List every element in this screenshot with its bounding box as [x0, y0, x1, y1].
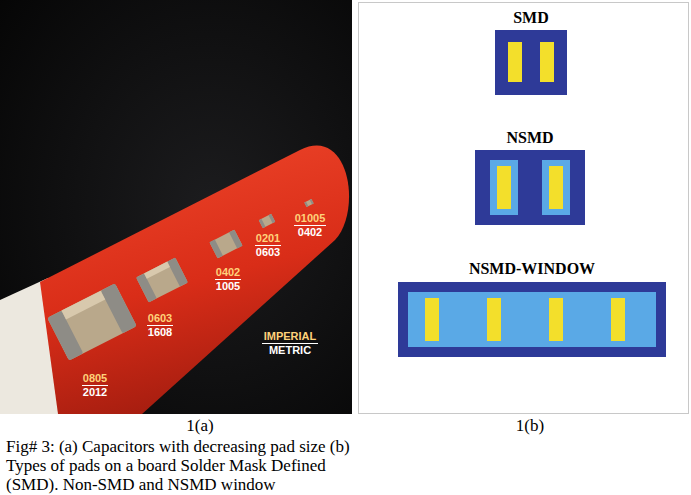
subfigure-label: 1(a): [186, 416, 213, 435]
subfigure-label: 1(b): [516, 416, 544, 435]
legend-word: METRIC: [269, 344, 311, 357]
imperial-size: 0603: [148, 312, 172, 325]
pad-type-title: NSMD-WINDOW: [469, 259, 595, 278]
metric-size: 0603: [256, 246, 280, 259]
capacitor-0201: [259, 214, 276, 228]
imperial-size: 0402: [216, 266, 240, 279]
pad-panel: [359, 3, 689, 414]
imperial-size: 0201: [256, 232, 280, 245]
nsmd-window-pad: [398, 282, 666, 357]
imperial-size: 01005: [295, 212, 326, 225]
legend-word: IMPERIAL: [264, 330, 317, 343]
metric-size: 2012: [83, 386, 107, 399]
metric-size: 1608: [148, 326, 172, 339]
nsmd-pad: [475, 150, 585, 225]
capacitor-0603: [136, 258, 188, 303]
size-dividers: [82, 226, 326, 386]
pad-type-title: NSMD: [506, 128, 553, 147]
capacitor-01005: [304, 199, 313, 207]
capacitor-0402: [209, 230, 242, 259]
metric-size: 0402: [298, 226, 322, 239]
imperial-size: 0805: [83, 372, 107, 385]
metric-size: 1005: [216, 280, 240, 293]
match-head: [40, 146, 349, 414]
pad-type-title: SMD: [513, 8, 549, 27]
photo-background: [0, 0, 352, 414]
figure-caption: Fig# 3: (a) Capacitors with decreasing p…: [6, 437, 358, 494]
capacitor-0805: [47, 283, 137, 360]
smd-pad: [495, 30, 567, 95]
